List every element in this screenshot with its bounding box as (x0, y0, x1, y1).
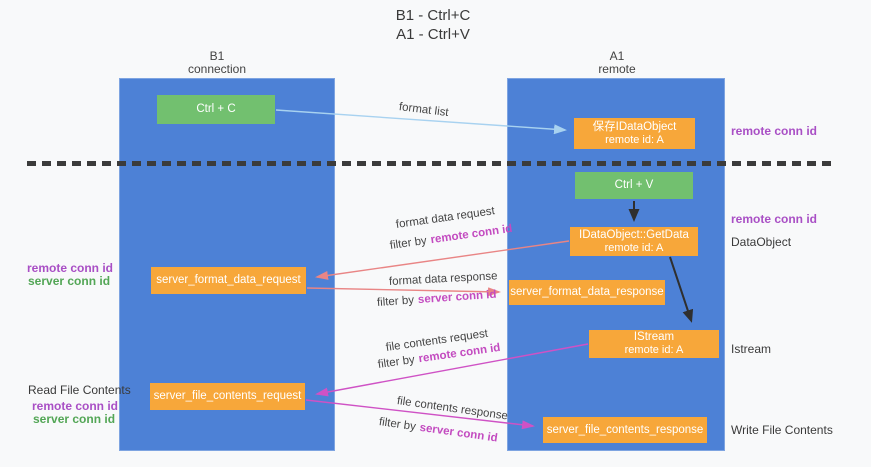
ctrl-v-node: Ctrl + V (575, 172, 693, 199)
idataobject-getdata-node: IDataObject::GetData remote id: A (570, 227, 698, 256)
format-data-response-label: format data response (388, 270, 498, 288)
column-a1-name: A1 (609, 49, 625, 63)
filter-by-text: filter by (376, 294, 415, 309)
left-server-conn-id-label-2: server conn id (33, 412, 116, 426)
column-header-b1: B1 connection (152, 50, 282, 76)
filter-by-text: filter by (389, 234, 428, 252)
getdata-line1: IDataObject::GetData (579, 228, 689, 241)
left-read-file-contents-label: Read File Contents (28, 383, 131, 397)
filter-key-server-conn-id: server conn id (418, 421, 499, 445)
left-remote-conn-id-label-1: remote conn id (27, 261, 114, 275)
right-dataobject-label: DataObject (731, 235, 792, 249)
server-format-data-request-node: server_format_data_request (151, 267, 306, 294)
title-line-1: B1 - Ctrl+C (395, 7, 471, 24)
save-idataobject-line1: 保存IDataObject (592, 120, 677, 133)
ctrl-v-label: Ctrl + V (614, 179, 654, 191)
left-server-conn-id-label-1: server conn id (28, 274, 111, 288)
left-remote-conn-id-label-2: remote conn id (32, 399, 119, 413)
server-file-contents-response-node: server_file_contents_response (543, 417, 707, 443)
istream-line1: IStream (633, 331, 675, 343)
getdata-line2: remote id: A (604, 241, 664, 254)
filter-by-text: filter by (377, 353, 416, 371)
filter-by-text: filter by (378, 416, 417, 434)
format-list-label: format list (398, 101, 450, 120)
ctrl-c-node: Ctrl + C (157, 95, 275, 124)
server-file-contents-request-label: server_file_contents_request (153, 390, 302, 402)
save-idataobject-line2: remote id: A (605, 133, 664, 146)
istream-node: IStream remote id: A (589, 330, 719, 358)
server-file-contents-request-node: server_file_contents_request (150, 383, 305, 410)
server-format-data-request-label: server_format_data_request (156, 274, 301, 286)
server-file-contents-response-label: server_file_contents_response (546, 423, 704, 436)
column-a1-role: remote (598, 62, 636, 76)
column-b1-role: connection (187, 62, 247, 76)
filter-key-remote-conn-id: remote conn id (429, 222, 514, 247)
right-remote-conn-id-label-1: remote conn id (731, 124, 818, 138)
title-line-2: A1 - Ctrl+V (396, 26, 470, 43)
diagram-title: B1 - Ctrl+C A1 - Ctrl+V (328, 6, 538, 44)
right-write-file-contents-label: Write File Contents (731, 423, 833, 437)
server-format-data-response-label: server_format_data_response (510, 286, 664, 298)
right-istream-label: Istream (731, 342, 772, 356)
column-b1-name: B1 (209, 49, 225, 63)
right-remote-conn-id-label-2: remote conn id (731, 212, 818, 226)
column-header-a1: A1 remote (552, 50, 682, 76)
filter-key-server-conn-id: server conn id (417, 288, 497, 307)
save-idataobject-node: 保存IDataObject remote id: A (574, 118, 695, 149)
server-format-data-response-node: server_format_data_response (509, 280, 665, 305)
ctrl-c-label: Ctrl + C (196, 103, 236, 115)
machine-boundary-dashed-line (27, 161, 833, 166)
istream-line2: remote id: A (624, 344, 684, 356)
file-contents-response-label: file contents response (396, 395, 509, 423)
